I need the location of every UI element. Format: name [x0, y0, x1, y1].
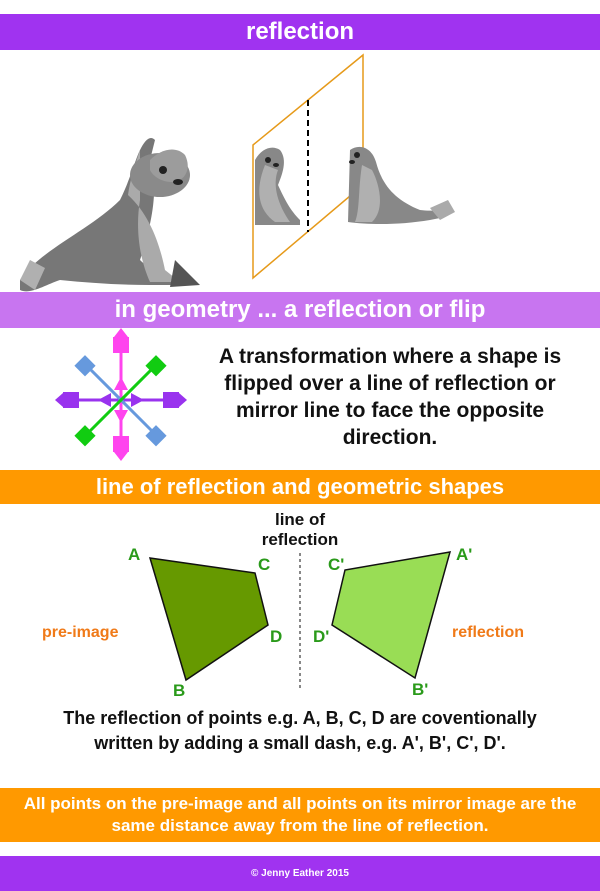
- reflection-label: reflection: [452, 624, 525, 641]
- pre-image-shape: [148, 557, 269, 682]
- note-text: All points on the pre-image and all poin…: [23, 794, 577, 835]
- pre-image-label: pre-image: [42, 624, 119, 641]
- point-a: A: [128, 545, 141, 564]
- note-banner: All points on the pre-image and all poin…: [0, 788, 600, 842]
- point-d: D: [270, 627, 283, 646]
- title-banner: reflection: [0, 14, 600, 50]
- point-a-prime: A': [456, 545, 473, 564]
- seal-illustration: [20, 138, 200, 292]
- axis-label-line2: reflection: [261, 530, 339, 549]
- shapes-banner: line of reflection and geometric shapes: [0, 470, 600, 504]
- point-b: B: [173, 681, 186, 700]
- seal-image-right: [348, 146, 455, 225]
- point-b-prime: B': [412, 680, 429, 699]
- copyright: © Jenny Eather 2015: [251, 868, 349, 879]
- flip-arrows-icon: [55, 328, 187, 461]
- definition-text: A transformation where a shape is flippe…: [218, 345, 562, 449]
- point-c-prime: C': [328, 555, 345, 574]
- shapes-heading: line of reflection and geometric shapes: [95, 474, 505, 499]
- axis-label: line of reflection: [250, 510, 350, 550]
- reflection-shape: [331, 551, 452, 680]
- explanation-text: The reflection of points e.g. A, B, C, D…: [63, 708, 537, 753]
- geometry-heading: in geometry ... a reflection or flip: [114, 296, 486, 323]
- seal-image-left: [255, 147, 300, 225]
- page-title: reflection: [245, 18, 355, 45]
- footer-banner: © Jenny Eather 2015: [0, 856, 600, 891]
- geometry-banner: in geometry ... a reflection or flip: [0, 292, 600, 328]
- point-d-prime: D': [313, 627, 330, 646]
- point-c: C: [258, 555, 271, 574]
- axis-label-line1: line of: [274, 510, 326, 529]
